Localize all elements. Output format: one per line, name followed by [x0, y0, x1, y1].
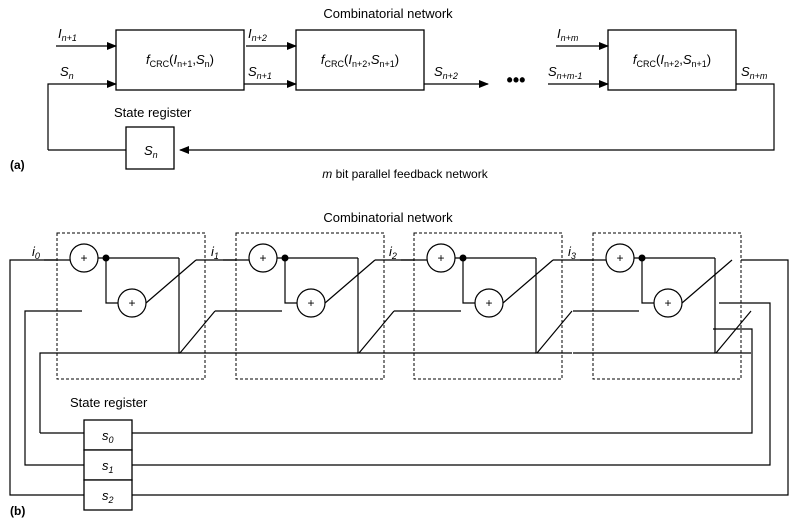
- adder-bottom-symbol-0: +: [128, 296, 135, 310]
- panel-label-a: (a): [10, 158, 25, 172]
- stage-tap-wire-1: [284, 258, 297, 304]
- stage-input-label-1: i1: [211, 244, 219, 261]
- feedback-arrow: [179, 83, 775, 154]
- wire-s1-loop: [24, 310, 84, 466]
- part-a-title: Combinatorial network: [323, 6, 453, 21]
- register-s2-label: s2: [102, 488, 114, 505]
- state-label-sn: Sn: [60, 64, 74, 81]
- adder-bottom-symbol-2: +: [485, 296, 492, 310]
- adder-top-symbol-0: +: [80, 251, 87, 265]
- register-s0: [83, 419, 133, 451]
- state-register-label-a: State register: [114, 105, 192, 120]
- state-label-sn1: Sn+1: [248, 64, 272, 81]
- stage-diag-2-3: [715, 310, 752, 354]
- ellipsis: •••: [507, 70, 526, 90]
- stage-tap-wire-2: [462, 258, 475, 304]
- stage-route-top-0: [178, 258, 215, 354]
- register-s1: [83, 449, 133, 481]
- stage-box-1: [235, 232, 385, 380]
- feedback-label: m bit parallel feedback network: [322, 167, 488, 181]
- part-a: Combinatorial network fCRC(In+1,Sn) fCRC…: [10, 6, 775, 181]
- stage-diag-2-0: [179, 310, 216, 354]
- stage-1: i1 + +: [211, 243, 395, 354]
- stage-diag-1-1: [324, 259, 376, 304]
- wire-fb-s0: [132, 328, 753, 434]
- stage-2: i2 + +: [389, 243, 573, 354]
- stage-3: i3 + +: [568, 243, 752, 354]
- register-s1-label: s1: [102, 458, 114, 475]
- stage-diag-2-1: [358, 310, 395, 354]
- stage-route-top-1: [357, 258, 394, 354]
- part-b: Combinatorial network State register s0 …: [9, 210, 789, 518]
- adder-bottom-symbol-3: +: [664, 296, 671, 310]
- adder-top-symbol-3: +: [616, 251, 623, 265]
- state-register-a: [125, 126, 175, 170]
- stage-diag-1-2: [502, 259, 554, 304]
- adder-top-symbol-2: +: [437, 251, 444, 265]
- stage-route-top-2: [535, 258, 572, 354]
- stage-box-0: [56, 232, 206, 380]
- input-label-2: In+2: [248, 26, 267, 43]
- crc-block-m: [607, 29, 737, 91]
- state-sn-arrow: [47, 80, 117, 150]
- crc-block-m-label: fCRC(In+2,Sn+1): [633, 52, 711, 69]
- state-label-snm: Sn+m: [741, 64, 768, 81]
- stage-0: i0 + +: [32, 243, 216, 354]
- stage-tap-wire-3: [641, 258, 654, 304]
- stages: i0 + + i1 + + i2 + + i3 + +: [32, 243, 752, 354]
- register-sn: Sn: [144, 143, 158, 160]
- input-label-1: In+1: [58, 26, 77, 43]
- part-b-title: Combinatorial network: [323, 210, 453, 225]
- stage-input-label-2: i2: [389, 244, 397, 261]
- stage-input-label-3: i3: [568, 244, 576, 261]
- wire-s0-loop: [39, 352, 180, 433]
- stage-tap-wire-0: [105, 258, 118, 304]
- state-register-label-b: State register: [70, 395, 148, 410]
- stage-box-2: [413, 232, 563, 380]
- state-label-snm1: Sn+m-1: [548, 64, 582, 81]
- stage-box-3: [592, 232, 742, 380]
- stage-diag-1-3: [681, 259, 733, 304]
- stage-route-top-3: [714, 258, 751, 354]
- adder-bottom-symbol-1: +: [307, 296, 314, 310]
- crc-block-2-label: fCRC(In+2,Sn+1): [321, 52, 399, 69]
- stage-diag-2-2: [536, 310, 573, 354]
- wire-fb-s2: [132, 259, 789, 496]
- crc-block-1-label: fCRC(In+1,Sn): [146, 52, 214, 69]
- stage-diag-1-0: [145, 259, 197, 304]
- register-s2: [83, 479, 133, 511]
- crc-block-2: [295, 29, 425, 91]
- adder-top-symbol-1: +: [259, 251, 266, 265]
- panel-label-b: (b): [10, 504, 25, 518]
- wire-fb-s1: [132, 302, 771, 466]
- crc-block-1: [115, 29, 245, 91]
- stage-input-label-0: i0: [32, 244, 40, 261]
- wire-s2-loop: [9, 259, 84, 496]
- input-label-m: In+m: [557, 26, 579, 43]
- state-label-sn2: Sn+2: [434, 64, 458, 81]
- register-s0-label: s0: [102, 428, 114, 445]
